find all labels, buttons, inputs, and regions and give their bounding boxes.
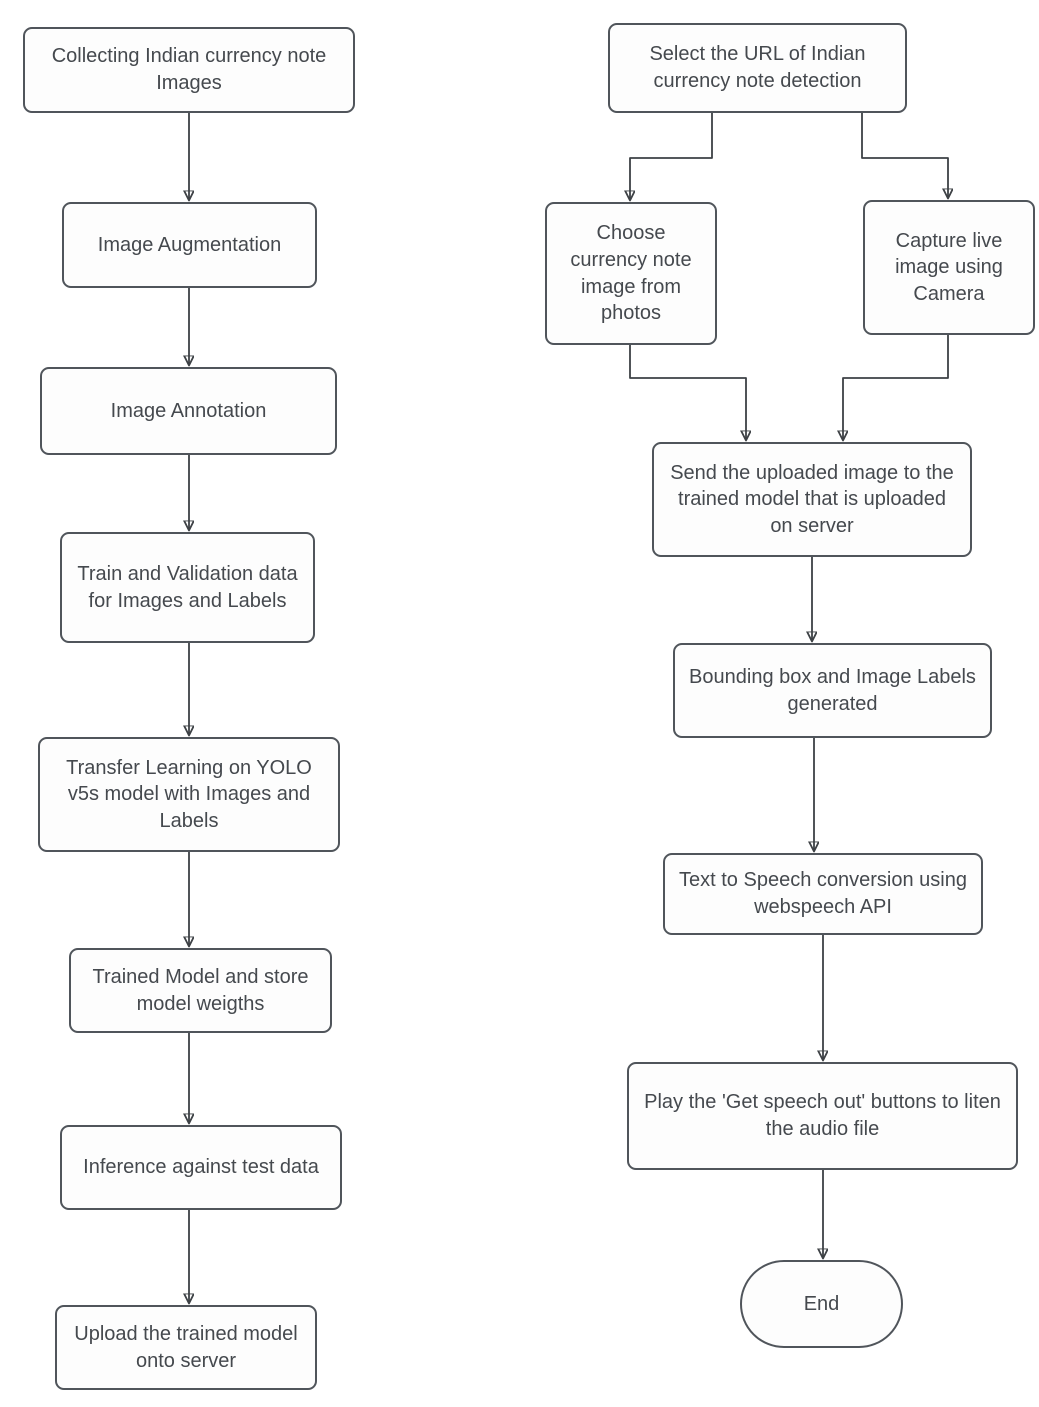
node-select-url-label: Select the URL of Indian currency note d… <box>649 43 866 92</box>
arrow-selecturl-to-capturelive <box>861 113 948 198</box>
node-inference-test-data: Inference against test data <box>60 1125 342 1210</box>
arrow-choosephoto-to-sendmodel <box>629 345 746 440</box>
node-image-augmentation: Image Augmentation <box>62 202 317 288</box>
node-image-annotation-label: Image Annotation <box>110 399 267 422</box>
node-capture-live-image: Capture live image using Camera <box>863 200 1035 335</box>
node-end-label: End <box>803 1292 840 1315</box>
node-send-to-model-label: Send the uploaded image to the trained m… <box>670 461 954 537</box>
node-play-speech-out: Play the 'Get speech out' buttons to lit… <box>627 1062 1018 1170</box>
node-transfer-learning-label: Transfer Learning on YOLO v5s model with… <box>66 756 312 832</box>
node-transfer-learning: Transfer Learning on YOLO v5s model with… <box>38 737 340 852</box>
node-send-to-model: Send the uploaded image to the trained m… <box>652 442 972 557</box>
node-select-url: Select the URL of Indian currency note d… <box>608 23 907 113</box>
node-train-validation-data-label: Train and Validation data for Images and… <box>77 562 298 612</box>
node-upload-model-server-label: Upload the trained model onto server <box>74 1322 298 1372</box>
node-train-validation-data: Train and Validation data for Images and… <box>60 532 315 643</box>
node-capture-live-image-label: Capture live image using Camera <box>895 229 1003 305</box>
node-play-speech-out-label: Play the 'Get speech out' buttons to lit… <box>644 1091 1001 1140</box>
arrow-capturelive-to-sendmodel <box>843 335 949 440</box>
node-text-to-speech: Text to Speech conversion using webspeec… <box>663 853 983 935</box>
node-inference-test-data-label: Inference against test data <box>83 1156 319 1179</box>
node-collecting-images-label: Collecting Indian currency note Images <box>51 45 327 94</box>
node-trained-model-label: Trained Model and store model weigths <box>92 965 309 1015</box>
node-bounding-box-labels-label: Bounding box and Image Labels generated <box>689 665 976 715</box>
node-collecting-images: Collecting Indian currency note Images <box>23 27 355 113</box>
node-trained-model: Trained Model and store model weigths <box>69 948 332 1033</box>
node-choose-photo-label: Choose currency note image from photos <box>570 222 692 325</box>
arrow-selecturl-to-choosephoto <box>630 113 713 200</box>
node-end: End <box>740 1260 903 1348</box>
node-image-annotation: Image Annotation <box>40 367 337 455</box>
node-text-to-speech-label: Text to Speech conversion using webspeec… <box>679 869 967 918</box>
node-choose-photo: Choose currency note image from photos <box>545 202 717 345</box>
node-bounding-box-labels: Bounding box and Image Labels generated <box>673 643 992 738</box>
node-image-augmentation-label: Image Augmentation <box>97 233 282 256</box>
node-upload-model-server: Upload the trained model onto server <box>55 1305 317 1390</box>
